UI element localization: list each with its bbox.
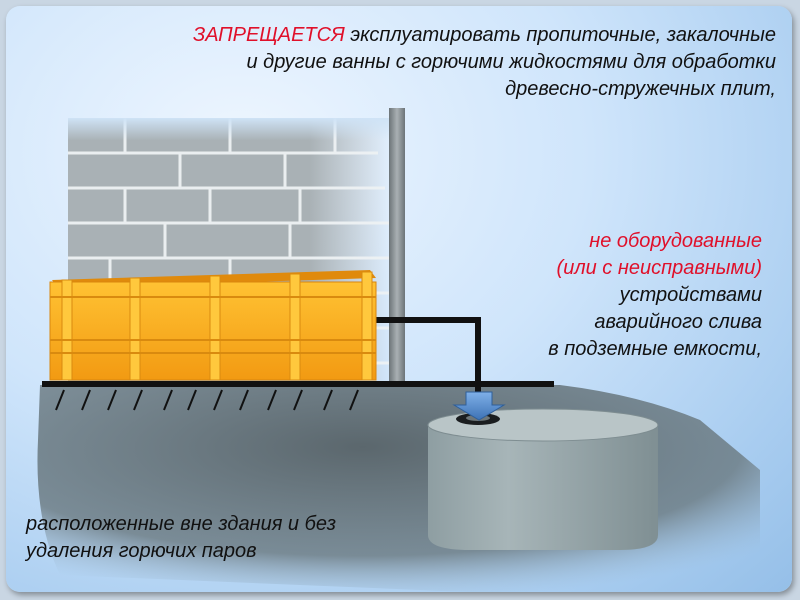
prohibition-line-1-rest: эксплуатировать пропиточные, закалочные — [344, 24, 776, 46]
impregnation-bath — [49, 270, 377, 381]
floor-line — [42, 381, 554, 387]
underground-tank — [427, 408, 659, 550]
drain-condition-line-1: не оборудованные — [589, 230, 762, 252]
ground-hatching — [55, 389, 359, 411]
prohibition-line-1: ЗАПРЕЩАЕТСЯ эксплуатировать пропиточные,… — [193, 22, 776, 49]
illustration — [37, 108, 760, 592]
prohibited-word: ЗАПРЕЩАЕТСЯ — [192, 24, 345, 46]
prohibition-line-3: древесно-стружечных плит, — [505, 78, 776, 100]
slide: ЗАПРЕЩАЕТСЯ эксплуатировать пропиточные,… — [6, 6, 792, 592]
support-post — [389, 108, 405, 384]
drain-condition-line-4: аварийного слива — [594, 311, 762, 333]
prohibition-line-2: и другие ванны с горючими жидкостями для… — [246, 51, 776, 73]
drain-condition-text: не оборудованные (или с неисправными) ус… — [548, 228, 762, 363]
drain-pipe — [374, 317, 481, 400]
drain-condition-line-3: устройствами — [619, 284, 762, 306]
location-condition-line-1: расположенные вне здания и без — [26, 513, 337, 535]
drain-condition-line-2: (или с неисправными) — [556, 257, 762, 279]
prohibition-statement: ЗАПРЕЩАЕТСЯ эксплуатировать пропиточные,… — [193, 22, 776, 103]
drain-condition-line-5: в подземные емкости, — [548, 338, 762, 360]
location-condition-text: расположенные вне здания и без удаления … — [26, 511, 336, 565]
location-condition-line-2: удаления горючих паров — [26, 540, 257, 562]
drain-arrow-icon — [452, 391, 506, 421]
